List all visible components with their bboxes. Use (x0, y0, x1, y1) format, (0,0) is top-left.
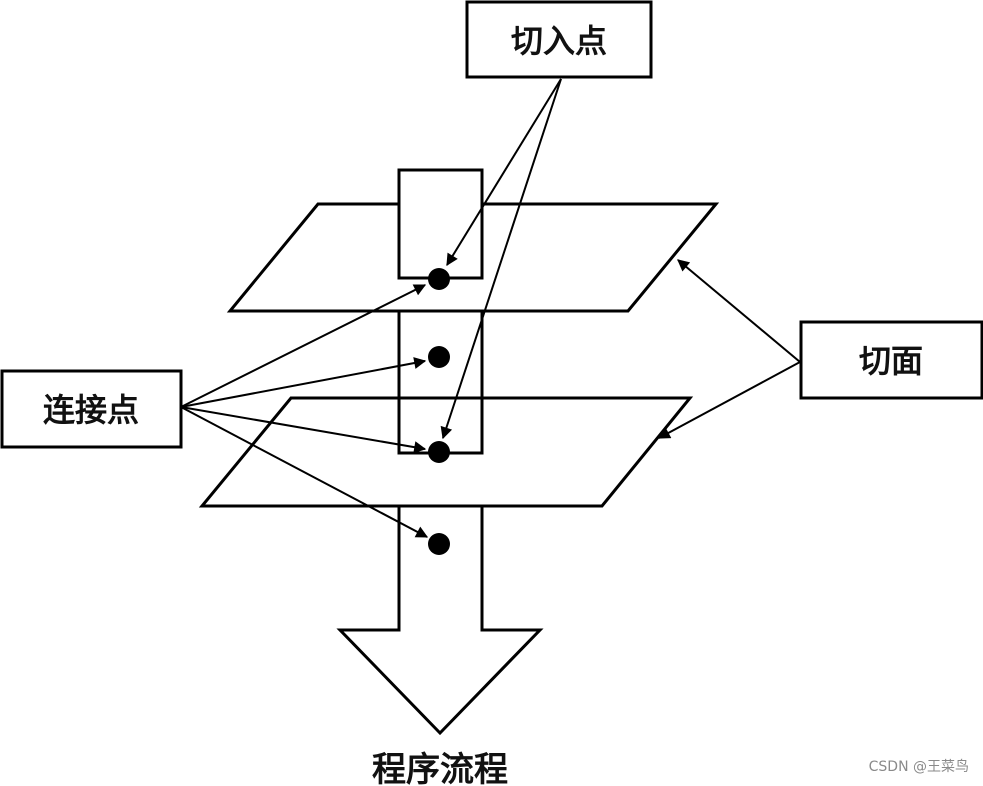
join-point-dot-2 (428, 346, 450, 368)
aspect-arrow-lower (657, 361, 801, 439)
join-point-dot-3 (428, 441, 450, 463)
pointcut-arrow-2 (440, 78, 562, 440)
watermark: CSDN @王菜鸟 (868, 759, 969, 775)
join-point-dot-4 (428, 533, 450, 555)
join-point-arrow-4 (180, 406, 429, 538)
pointcut-label: 切入点 (511, 22, 607, 60)
pointcut-box (465, 0, 653, 79)
join-point-arrow-3 (180, 406, 427, 454)
aspect-label: 切面 (859, 342, 923, 380)
join-point-arrow-2 (180, 357, 427, 408)
join-point-arrow-1 (180, 284, 427, 408)
aspect-arrow-upper (677, 259, 801, 363)
join-point-label: 连接点 (43, 391, 139, 429)
program-flow-top-block (397, 168, 484, 280)
aspect-box (799, 320, 983, 400)
join-point-dot-1 (428, 268, 450, 290)
program-flow-caption: 程序流程 (372, 750, 508, 786)
pointcut-arrow-1 (446, 78, 562, 267)
join-point-box (0, 369, 183, 449)
program-flow-arrow (336, 503, 544, 736)
